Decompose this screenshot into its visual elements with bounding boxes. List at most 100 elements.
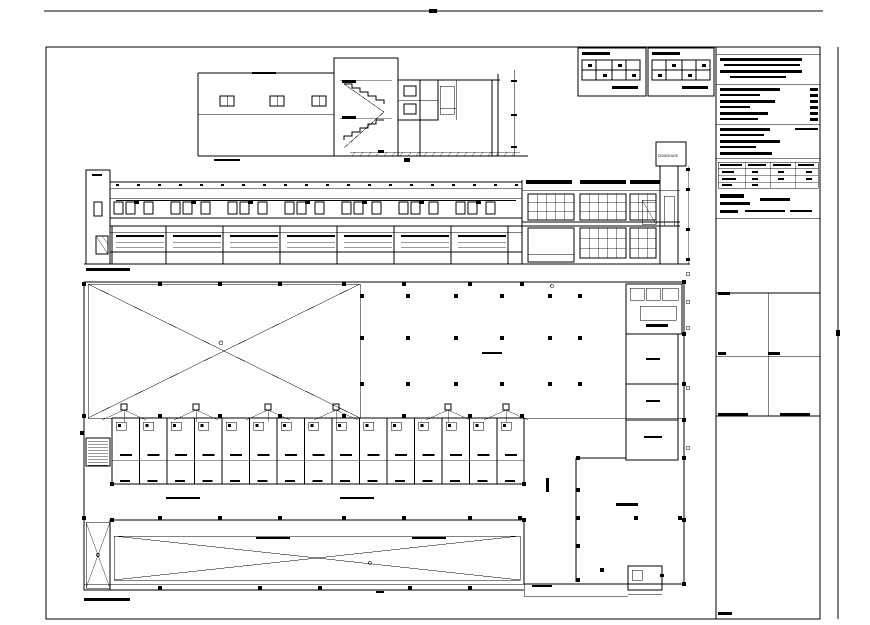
unit-label bbox=[422, 454, 435, 456]
structural-column bbox=[467, 515, 473, 521]
upper-window bbox=[353, 201, 364, 215]
upper-window bbox=[170, 201, 181, 215]
entrance-bay bbox=[527, 227, 575, 263]
shutter-mark bbox=[230, 480, 240, 482]
structural-column bbox=[577, 381, 583, 387]
drain-line bbox=[195, 409, 219, 421]
key-plan-2 bbox=[647, 47, 715, 97]
unit-label bbox=[230, 454, 242, 456]
drain-line bbox=[173, 409, 197, 421]
structural-column bbox=[453, 335, 459, 341]
shutter-mark bbox=[395, 480, 405, 482]
unit-toilet bbox=[280, 421, 292, 431]
structural-column bbox=[405, 381, 411, 387]
structural-column bbox=[681, 581, 687, 587]
structural-column bbox=[157, 413, 163, 419]
structural-column bbox=[499, 335, 505, 341]
unit-toilet bbox=[308, 421, 319, 431]
unit-toilet bbox=[170, 421, 182, 431]
structural-column bbox=[81, 281, 87, 287]
upper-window bbox=[143, 201, 154, 215]
shutter-mark bbox=[147, 480, 158, 482]
curtain-wall-upper bbox=[629, 193, 657, 221]
schedule-table bbox=[717, 161, 819, 189]
upper-window bbox=[182, 201, 193, 215]
shutter-header bbox=[344, 235, 392, 237]
structural-column bbox=[681, 517, 687, 523]
shutter-mark bbox=[312, 480, 323, 482]
wc-fixture bbox=[283, 424, 286, 427]
drain-line bbox=[245, 409, 269, 421]
shutter-header bbox=[230, 235, 278, 237]
parapet-block bbox=[116, 184, 119, 186]
structural-column bbox=[257, 585, 263, 591]
upper-window bbox=[467, 201, 478, 215]
drain-chamber bbox=[120, 403, 128, 411]
upper-window bbox=[125, 201, 136, 215]
drain-line bbox=[313, 409, 337, 421]
shutter-mark bbox=[367, 480, 378, 482]
wc-fixture bbox=[503, 424, 506, 427]
structural-column bbox=[467, 585, 473, 591]
structural-column bbox=[677, 515, 683, 521]
structural-column bbox=[575, 577, 581, 583]
shutter-mark bbox=[285, 480, 295, 482]
parapet-block bbox=[179, 184, 182, 186]
structural-column bbox=[633, 515, 639, 521]
shop-sign-text: DOMOHUIE bbox=[658, 154, 679, 158]
parapet-block bbox=[263, 184, 266, 186]
structural-column bbox=[577, 293, 583, 299]
key-plan-1 bbox=[577, 47, 647, 97]
unit-label bbox=[257, 454, 270, 456]
structural-column bbox=[401, 515, 407, 521]
wc-fixture bbox=[200, 424, 204, 427]
structural-column bbox=[575, 487, 581, 493]
drain-chamber bbox=[444, 403, 452, 411]
structural-column bbox=[453, 293, 459, 299]
unit-toilet bbox=[390, 421, 402, 431]
shutter-mark bbox=[340, 480, 350, 482]
upper-window bbox=[314, 201, 325, 215]
structural-column bbox=[217, 413, 223, 419]
unit-label bbox=[340, 454, 352, 456]
wc-fixture bbox=[365, 424, 369, 427]
unit-toilet bbox=[253, 421, 264, 431]
structural-column bbox=[547, 381, 553, 387]
title-block bbox=[715, 47, 820, 619]
wc-fixture bbox=[393, 424, 396, 427]
structural-column bbox=[401, 413, 407, 419]
bracket bbox=[134, 200, 139, 204]
structural-column bbox=[157, 515, 163, 521]
upper-window bbox=[200, 201, 211, 215]
parapet-block bbox=[389, 184, 392, 186]
structural-column bbox=[359, 335, 365, 341]
structural-column bbox=[499, 381, 505, 387]
curtain-wall-lower bbox=[629, 227, 657, 259]
structural-column bbox=[547, 293, 553, 299]
structural-column bbox=[521, 517, 527, 523]
parapet-block bbox=[410, 184, 413, 186]
unit-label bbox=[450, 454, 462, 456]
parapet-block bbox=[368, 184, 371, 186]
structural-column bbox=[277, 281, 283, 287]
structural-column bbox=[359, 381, 365, 387]
structural-column bbox=[519, 413, 525, 419]
sheet-border bbox=[45, 46, 821, 620]
structural-column bbox=[341, 281, 347, 287]
unit-toilet bbox=[418, 421, 429, 431]
upper-window bbox=[455, 201, 466, 215]
wc-fixture bbox=[475, 424, 479, 427]
curtain-wall-upper bbox=[527, 193, 575, 221]
structural-column bbox=[519, 281, 525, 287]
upper-window bbox=[428, 201, 439, 215]
wc-fixture bbox=[338, 424, 341, 427]
upper-beam bbox=[116, 200, 516, 201]
upper-window bbox=[410, 201, 421, 215]
shutter-header bbox=[458, 235, 506, 237]
structural-column bbox=[681, 455, 687, 461]
shutter-mark bbox=[422, 480, 433, 482]
side-elevation bbox=[197, 57, 528, 162]
structural-column bbox=[681, 381, 687, 387]
structural-column bbox=[575, 455, 581, 461]
